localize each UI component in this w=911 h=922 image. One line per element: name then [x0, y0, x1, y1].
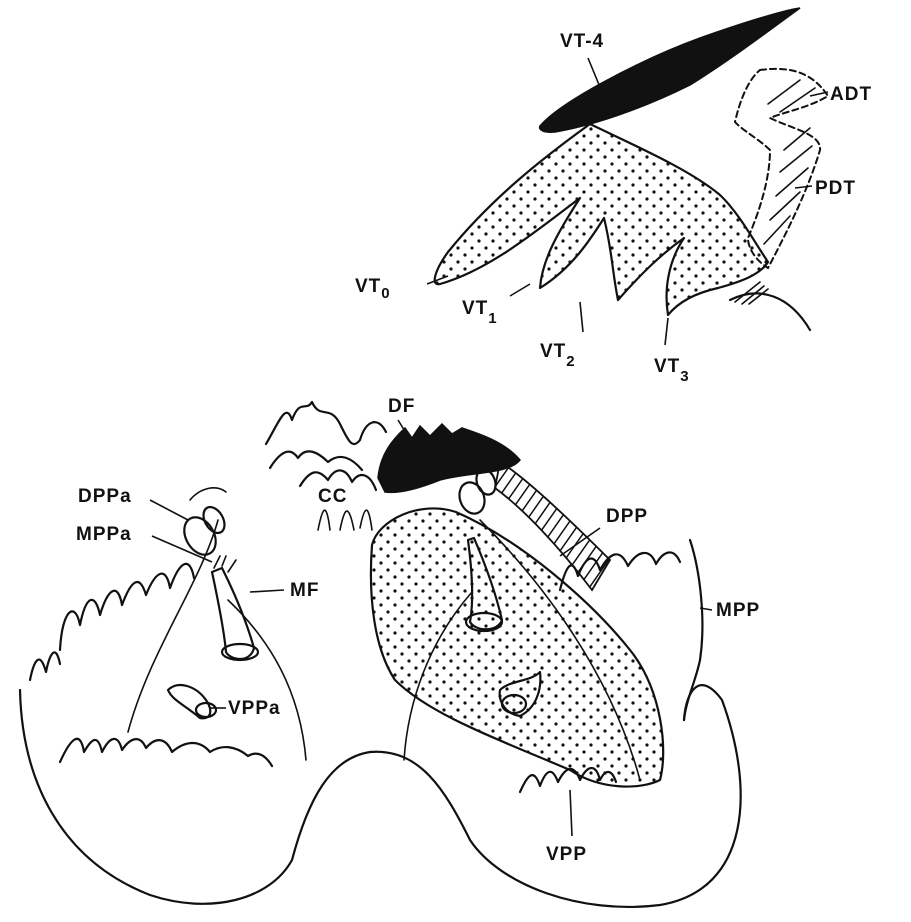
label-df: DF: [388, 396, 415, 417]
vt3-leader: [665, 318, 668, 345]
label-vt4: VT-4: [560, 31, 604, 52]
label-dppa: DPPa: [78, 486, 132, 507]
label-pdt: PDT: [815, 178, 856, 199]
label-mf: MF: [290, 580, 319, 601]
dorsal-teeth-hatching: [764, 80, 815, 244]
label-vt1-main: VT: [462, 298, 488, 319]
vppa-papilla: [168, 685, 210, 718]
vt2-leader: [580, 302, 583, 332]
left-spine-row-2: [30, 652, 60, 680]
dppa-leader: [150, 500, 188, 520]
label-vpp: VPP: [546, 844, 587, 865]
vt1-leader: [510, 284, 530, 296]
label-mpp: MPP: [716, 600, 760, 621]
vpp-left-spines: [60, 739, 272, 766]
label-vt0: VT0: [355, 276, 391, 302]
label-vppa: VPPa: [228, 698, 281, 719]
label-dpp: DPP: [606, 506, 648, 527]
label-vt0-sub: 0: [381, 285, 390, 302]
mpp-blade: [684, 540, 702, 720]
left-inner-contour: [128, 520, 218, 732]
label-cc: CC: [318, 486, 347, 507]
dppa-papillae: [178, 488, 229, 560]
right-dotted-body: [371, 508, 663, 786]
upper-inset: VT-4 ADT PDT VT0 VT1 VT2 VT3: [355, 8, 872, 385]
lower-main: DF CC DPPa MPPa MF DPP MPP VPPa VPP: [20, 396, 760, 907]
label-vt3-main: VT: [654, 356, 680, 377]
vt-tooth-body: [435, 124, 768, 315]
label-vt1-sub: 1: [488, 310, 497, 327]
label-vt2-main: VT: [540, 341, 566, 362]
mid-left-contour: [228, 600, 306, 760]
label-vt1: VT1: [462, 298, 498, 327]
label-vt3-sub: 3: [680, 368, 689, 385]
pdt-leader: [795, 186, 812, 188]
label-adt: ADT: [830, 84, 872, 105]
label-vt3: VT3: [654, 356, 690, 385]
cc-spines: [266, 402, 386, 530]
label-vt2-sub: 2: [566, 353, 575, 370]
mf-leader: [250, 590, 284, 592]
label-vt2: VT2: [540, 341, 576, 370]
vt-ventral-outline: [730, 293, 810, 330]
vppa-socket: [196, 703, 216, 717]
vpp-leader: [570, 790, 572, 836]
label-vt0-main: VT: [355, 276, 381, 297]
adt-leader: [810, 92, 828, 96]
mppa-leader: [152, 536, 212, 562]
left-spine-row: [60, 564, 194, 650]
label-mppa: MPPa: [76, 524, 132, 545]
